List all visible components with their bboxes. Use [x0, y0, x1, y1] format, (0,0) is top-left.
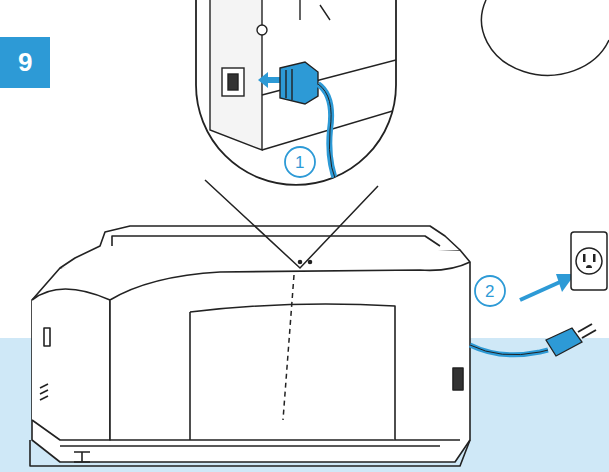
magnifier [196, 0, 396, 420]
callout-bubble [482, 0, 609, 75]
step-number: 9 [18, 49, 32, 75]
power-cord [470, 232, 607, 356]
callout-number: 1 [295, 154, 304, 171]
printer [30, 226, 470, 466]
step-badge [0, 37, 50, 88]
callout-number: 2 [485, 283, 494, 300]
